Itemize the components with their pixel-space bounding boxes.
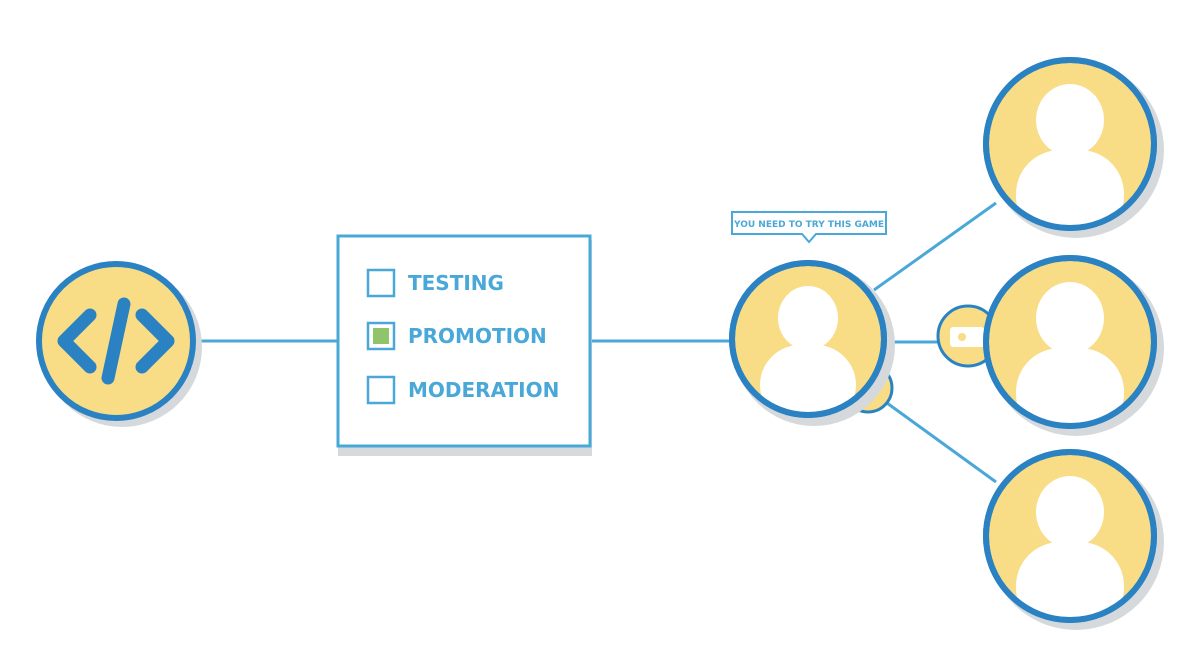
user-avatar-icon <box>1016 84 1124 228</box>
code-brackets-icon <box>57 297 175 385</box>
checklist-label-moderation: MODERATION <box>408 378 559 402</box>
checkbox-testing[interactable] <box>366 268 396 298</box>
checklist-item-promotion[interactable]: PROMOTION <box>366 321 547 351</box>
connector-user-to-recipient-bottom <box>879 396 997 484</box>
user-avatar-icon <box>1016 282 1124 426</box>
checkbox-promotion-check <box>373 328 389 344</box>
checklist-label-testing: TESTING <box>408 271 504 295</box>
recipient-user-node-bottom <box>983 449 1164 630</box>
speech-bubble-text: YOU NEED TO TRY THIS GAME <box>733 220 884 230</box>
user-avatar-icon <box>1016 476 1124 620</box>
checklist-label-promotion: PROMOTION <box>408 324 547 348</box>
central-user-node <box>729 260 895 426</box>
user-avatar-icon <box>760 286 856 415</box>
checklist-item-testing[interactable]: TESTING <box>366 268 504 298</box>
connector-user-to-recipient-top <box>873 201 997 292</box>
speech-bubble: YOU NEED TO TRY THIS GAME <box>731 211 887 244</box>
developer-node <box>36 261 202 427</box>
task-checklist-panel: TESTING PROMOTION MODERATION <box>336 234 592 456</box>
recipient-user-node-top <box>983 57 1164 238</box>
recipient-user-node-middle <box>983 255 1164 436</box>
checkbox-moderation[interactable] <box>366 375 396 405</box>
checklist-item-moderation[interactable]: MODERATION <box>366 375 559 405</box>
